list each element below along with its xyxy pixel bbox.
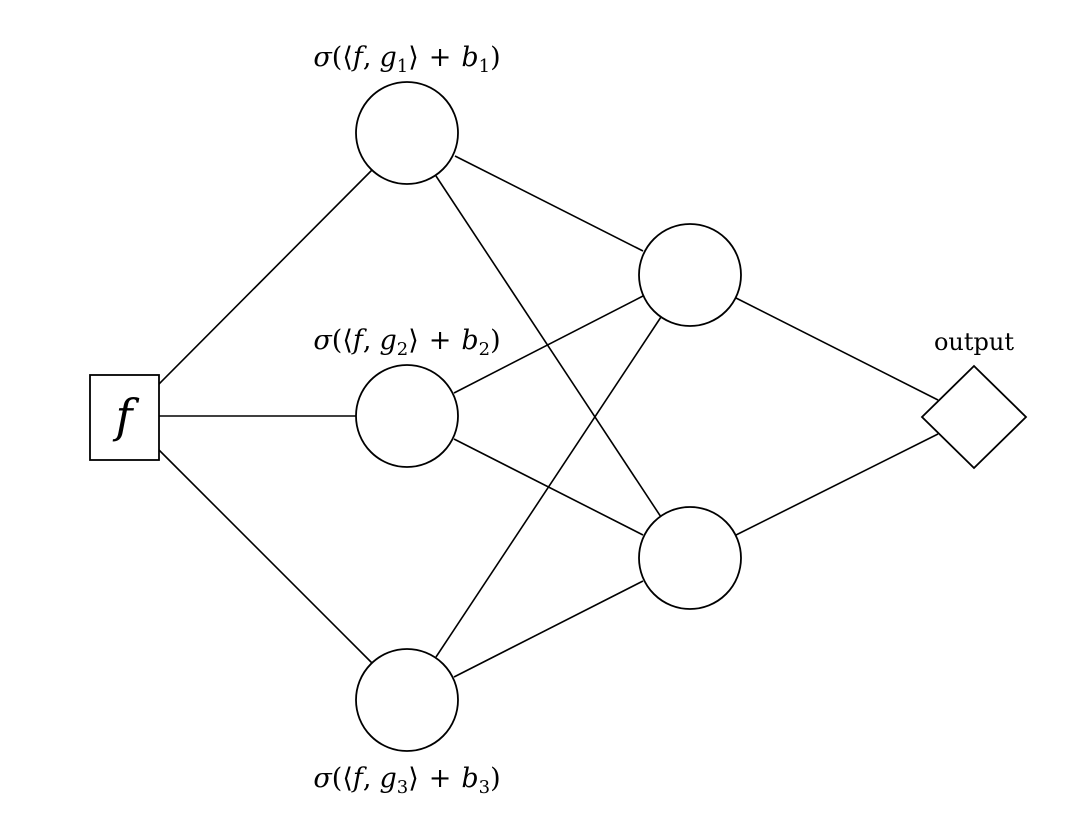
edge-h2n2-to-output — [735, 433, 939, 536]
edge-h1n1-to-h2n2 — [435, 175, 662, 518]
edge-h1n1-to-h2n1 — [454, 155, 644, 252]
hidden2-node2 — [638, 506, 742, 610]
hidden2-node1 — [638, 223, 742, 327]
output-node — [920, 364, 1028, 470]
hidden1-node3 — [355, 648, 459, 752]
hidden1-node2 — [355, 364, 459, 468]
hidden1-node2-label: σ(⟨f,g2⟩+b2) — [313, 325, 500, 360]
edge-h1n3-to-h2n2 — [453, 580, 644, 678]
edge-h1n3-to-h2n1 — [435, 316, 662, 658]
output-label: output — [934, 328, 1014, 356]
input-node — [89, 374, 160, 461]
hidden1-node1-label: σ(⟨f,g1⟩+b1) — [313, 42, 500, 77]
edge-input-to-hidden1-node3 — [158, 449, 373, 664]
edge-input-to-hidden1-node1 — [158, 169, 373, 385]
hidden1-node3-label: σ(⟨f,g3⟩+b3) — [313, 763, 500, 798]
edge-h2n1-to-output — [735, 297, 939, 401]
hidden1-node1 — [355, 81, 459, 185]
edge-h1n2-to-h2n1 — [453, 295, 644, 394]
